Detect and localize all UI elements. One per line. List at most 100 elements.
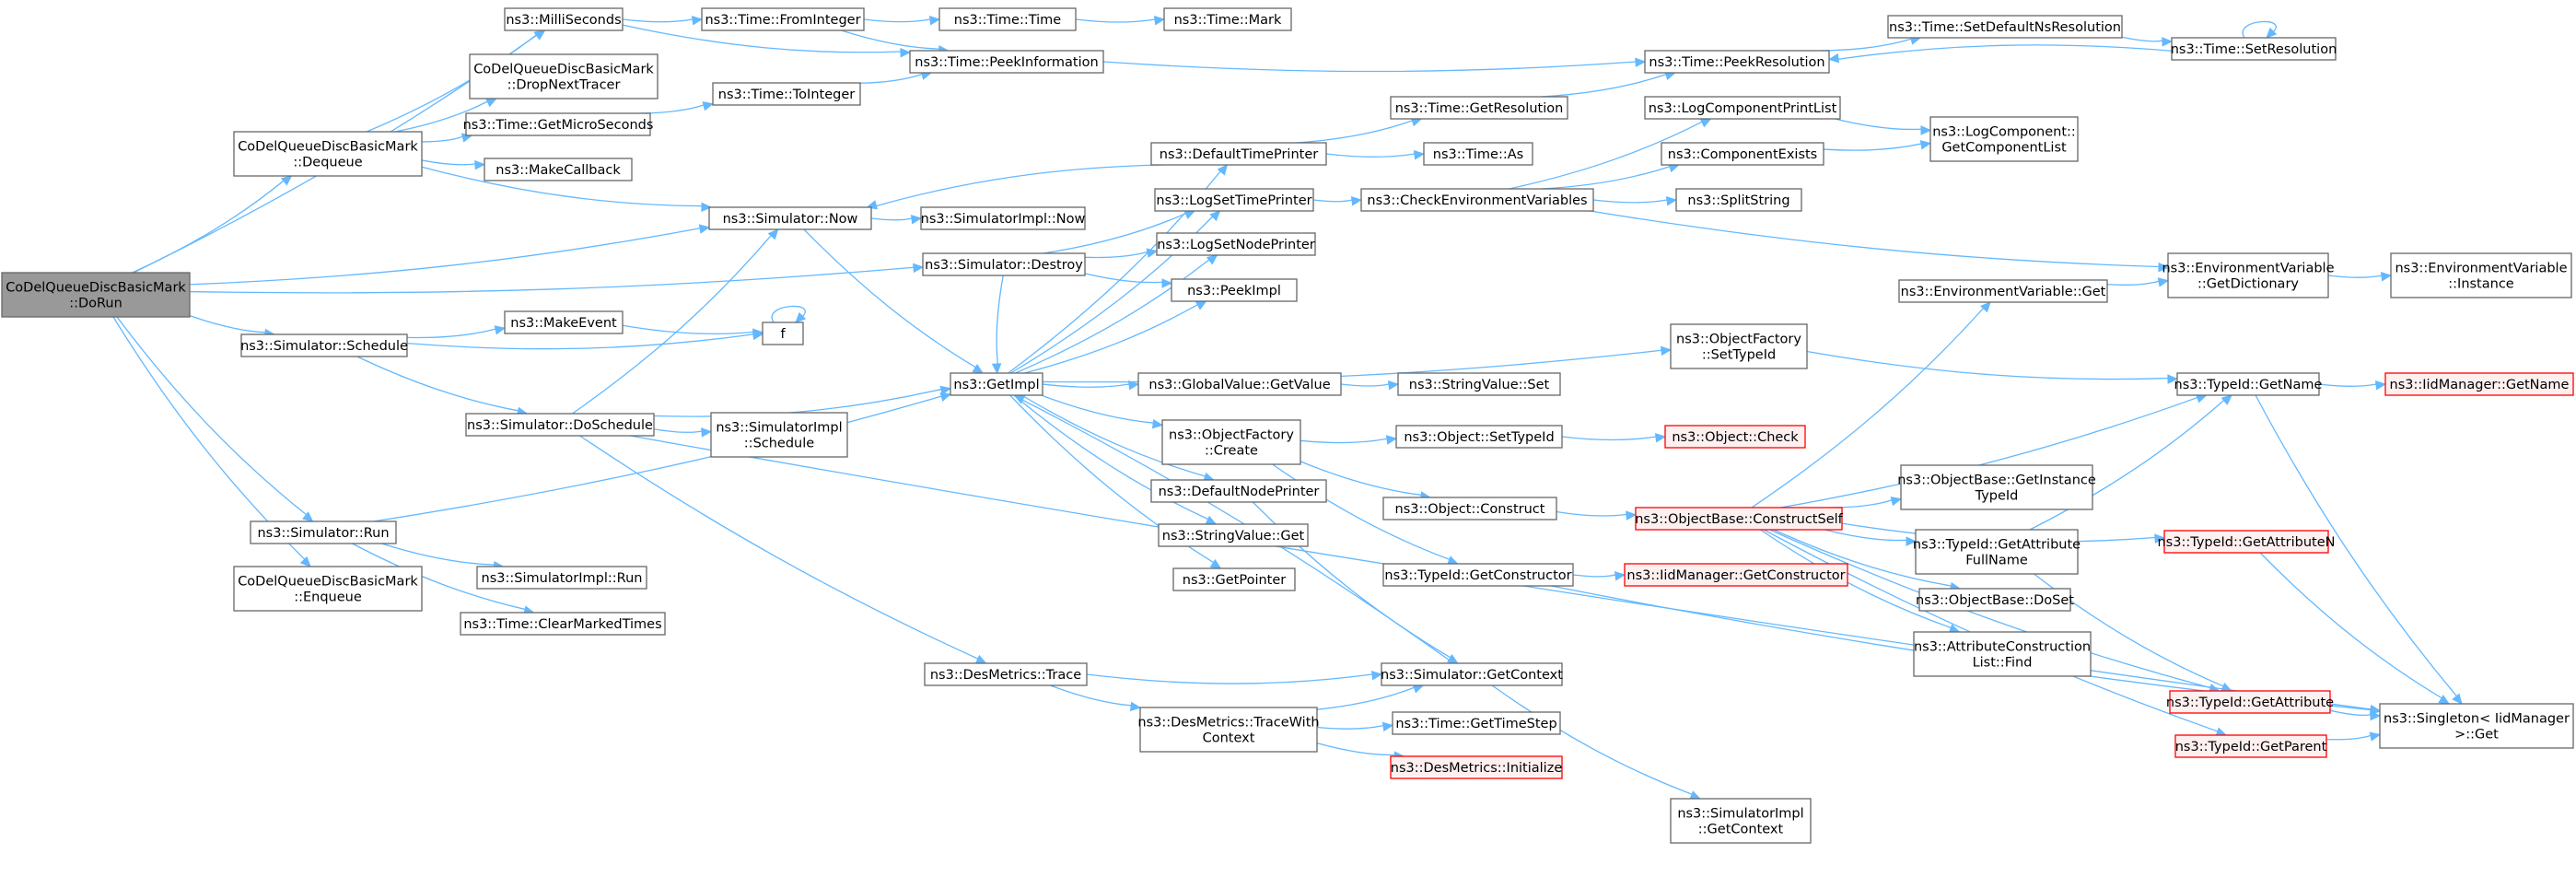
node-codelqueuediscbasicmark-dropnexttracer[interactable]: CoDelQueueDiscBasicMark::DropNextTracer: [469, 53, 659, 99]
node-codelqueuediscbasicmark-dequeue[interactable]: CoDelQueueDiscBasicMark::Dequeue: [233, 131, 423, 177]
node-label: ::GetContext: [1698, 823, 1784, 837]
node-ns3-time-tointeger[interactable]: ns3::Time::ToInteger: [712, 82, 861, 106]
node-box: [2171, 37, 2337, 61]
node-ns3-time-getmicroseconds[interactable]: ns3::Time::GetMicroSeconds: [463, 112, 654, 136]
node-label: GetComponentList: [1941, 141, 2067, 156]
node-ns3-iidmanager-getname[interactable]: ns3::IidManager::GetName: [2384, 372, 2574, 396]
node-ns3-time-mark[interactable]: ns3::Time::Mark: [1163, 7, 1292, 31]
node-box: [708, 206, 872, 230]
node-label: ns3::Time::ToInteger: [718, 88, 855, 102]
node-ns3-simulator-doschedule[interactable]: ns3::Simulator::DoSchedule: [465, 413, 655, 437]
node-ns3-desmetrics-trace[interactable]: ns3::DesMetrics::Trace: [924, 662, 1088, 686]
node-ns3-stringvalue-set[interactable]: ns3::StringValue::Set: [1397, 372, 1561, 396]
node-ns3-typeid-getconstructor[interactable]: ns3::TypeId::GetConstructor: [1382, 563, 1574, 587]
node-label: ns3::LogComponent::: [1932, 125, 2076, 140]
node-ns3-environmentvariable-instance[interactable]: ns3::EnvironmentVariable::Instance: [2390, 252, 2572, 298]
node-ns3-milliseconds[interactable]: ns3::MilliSeconds: [504, 7, 624, 31]
node-box: [460, 612, 666, 636]
node-ns3-time-peekresolution[interactable]: ns3::Time::PeekResolution: [1644, 50, 1830, 74]
node-label: ns3::ObjectBase::ConstructSelf: [1635, 512, 1843, 527]
node-ns3-time-gettimestep[interactable]: ns3::Time::GetTimeStep: [1392, 711, 1561, 735]
node-ns3-defaulttimeprinter[interactable]: ns3::DefaultTimePrinter: [1150, 142, 1327, 166]
node-ns3-time-setresolution[interactable]: ns3::Time::SetResolution: [2171, 37, 2337, 61]
node-ns3-logcomponentprintlist[interactable]: ns3::LogComponentPrintList: [1644, 96, 1841, 120]
edge-n40-n49: [1592, 196, 1678, 206]
node-ns3-logsetnodeprinter[interactable]: ns3::LogSetNodePrinter: [1156, 232, 1316, 256]
node-ns3-simulator-run[interactable]: ns3::Simulator::Run: [250, 520, 397, 544]
node-ns3-environmentvariable-get[interactable]: ns3::EnvironmentVariable::Get: [1898, 279, 2108, 303]
node-ns3-time-getresolution[interactable]: ns3::Time::GetResolution: [1390, 96, 1568, 120]
node-ns3-objectfactory-create[interactable]: ns3::ObjectFactory::Create: [1161, 419, 1301, 465]
node-codelqueuediscbasicmark-dorun[interactable]: CoDelQueueDiscBasicMark::DoRun: [1, 272, 191, 318]
node-ns3-getimpl[interactable]: ns3::GetImpl: [950, 372, 1043, 396]
node-ns3-typeid-getattributen[interactable]: ns3::TypeId::GetAttributeN: [2157, 530, 2336, 554]
edge-n8-n13: [863, 16, 941, 26]
node-ns3-simulatorimpl-getcontext[interactable]: ns3::SimulatorImpl::GetContext: [1670, 798, 1812, 844]
node-ns3-time-frominteger[interactable]: ns3::Time::FromInteger: [701, 7, 865, 31]
node-ns3-defaultnodeprinter[interactable]: ns3::DefaultNodePrinter: [1150, 479, 1327, 503]
node-ns3-checkenvironmentvariables[interactable]: ns3::CheckEnvironmentVariables: [1360, 188, 1594, 212]
node-ns3-simulatorimpl-schedule[interactable]: ns3::SimulatorImpl::Schedule: [710, 412, 848, 458]
node-box: [250, 520, 397, 544]
node-ns3-makeevent[interactable]: ns3::MakeEvent: [504, 310, 624, 334]
node-ns3-logsettimeprinter[interactable]: ns3::LogSetTimePrinter: [1154, 188, 1314, 212]
node-label: ns3::Time::PeekInformation: [915, 55, 1098, 70]
node-ns3-time-clearmarkedtimes[interactable]: ns3::Time::ClearMarkedTimes: [460, 612, 666, 636]
node-ns3-environmentvariable-getdictionary[interactable]: ns3::EnvironmentVariable::GetDictionary: [2162, 252, 2335, 298]
node-box: [2169, 690, 2331, 714]
node-ns3-splitstring[interactable]: ns3::SplitString: [1675, 188, 1802, 212]
node-label: ns3::ComponentExists: [1668, 147, 1818, 162]
node-ns3-typeid-getname[interactable]: ns3::TypeId::GetName: [2174, 372, 2323, 396]
node-label: ::Dequeue: [293, 156, 362, 170]
edge-n0-n6: [116, 316, 314, 522]
node-ns3-iidmanager-getconstructor[interactable]: ns3::IidManager::GetConstructor: [1624, 563, 1848, 587]
node-ns3-objectbase-doset[interactable]: ns3::ObjectBase::DoSet: [1916, 588, 2074, 612]
node-ns3-makecallback[interactable]: ns3::MakeCallback: [484, 158, 633, 181]
edge-n10-n12: [641, 101, 715, 114]
node-f[interactable]: f: [762, 322, 804, 345]
node-label: ns3::Time::SetDefaultNsResolution: [1889, 20, 2121, 35]
node-label: ns3::Simulator::Now: [723, 212, 858, 227]
node-ns3-simulator-schedule[interactable]: ns3::Simulator::Schedule: [240, 333, 408, 357]
node-ns3-logcomponent-getcomponentlist[interactable]: ns3::LogComponent::GetComponentList: [1929, 116, 2079, 162]
node-ns3-stringvalue-get[interactable]: ns3::StringValue::Get: [1158, 523, 1309, 547]
node-ns3-componentexists[interactable]: ns3::ComponentExists: [1661, 142, 1824, 166]
node-ns3-peekimpl[interactable]: ns3::PeekImpl: [1171, 278, 1298, 302]
node-ns3-time-time[interactable]: ns3::Time::Time: [938, 7, 1077, 31]
node-label: ns3::EnvironmentVariable::Get: [1901, 285, 2106, 299]
node-label: ::Create: [1205, 444, 1258, 459]
node-ns3-globalvalue-getvalue[interactable]: ns3::GlobalValue::GetValue: [1137, 372, 1342, 396]
node-ns3-simulator-getcontext[interactable]: ns3::Simulator::GetContext: [1381, 662, 1563, 686]
node-codelqueuediscbasicmark-enqueue[interactable]: CoDelQueueDiscBasicMark::Enqueue: [233, 566, 423, 612]
node-ns3-simulator-now[interactable]: ns3::Simulator::Now: [708, 206, 872, 230]
edge-n54-n55: [2121, 36, 2174, 47]
edge-n25-n35: [1316, 684, 1425, 710]
node-ns3-objectbase-constructself[interactable]: ns3::ObjectBase::ConstructSelf: [1635, 507, 1844, 531]
node-ns3-time-setdefaultnsresolution[interactable]: ns3::Time::SetDefaultNsResolution: [1887, 15, 2123, 39]
node-ns3-simulatorimpl-run[interactable]: ns3::SimulatorImpl::Run: [476, 566, 647, 590]
node-ns3-singleton-iidmanager-get[interactable]: ns3::Singleton< IidManager >::Get: [2379, 703, 2574, 749]
node-ns3-typeid-getattribute[interactable]: ns3::TypeId::GetAttribute: [2166, 690, 2334, 714]
node-ns3-getpointer[interactable]: ns3::GetPointer: [1172, 567, 1296, 591]
edge-n18-n19: [622, 324, 764, 338]
node-ns3-objectfactory-settypeid[interactable]: ns3::ObjectFactory::SetTypeId: [1670, 323, 1808, 369]
node-ns3-typeid-getparent[interactable]: ns3::TypeId::GetParent: [2174, 734, 2327, 758]
node-ns3-object-settypeid[interactable]: ns3::Object::SetTypeId: [1395, 425, 1563, 449]
node-ns3-time-peekinformation[interactable]: ns3::Time::PeekInformation: [909, 50, 1104, 74]
node-ns3-desmetrics-initialize[interactable]: ns3::DesMetrics::Initialize: [1390, 755, 1563, 779]
node-ns3-time-as[interactable]: ns3::Time::As: [1423, 142, 1533, 166]
edge-n31-n44: [1272, 463, 1459, 566]
node-ns3-object-check[interactable]: ns3::Object::Check: [1664, 425, 1806, 449]
node-label: ::SetTypeId: [1702, 348, 1776, 363]
node-ns3-simulatorimpl-now[interactable]: ns3::SimulatorImpl::Now: [920, 206, 1086, 230]
node-label: f: [780, 327, 786, 342]
edge-n20-n21: [653, 427, 713, 438]
node-box: [1397, 372, 1561, 396]
node-ns3-simulator-destroy[interactable]: ns3::Simulator::Destroy: [922, 252, 1086, 276]
node-ns3-object-construct[interactable]: ns3::Object::Construct: [1382, 497, 1557, 520]
node-label: ns3::Time::PeekResolution: [1649, 55, 1824, 70]
